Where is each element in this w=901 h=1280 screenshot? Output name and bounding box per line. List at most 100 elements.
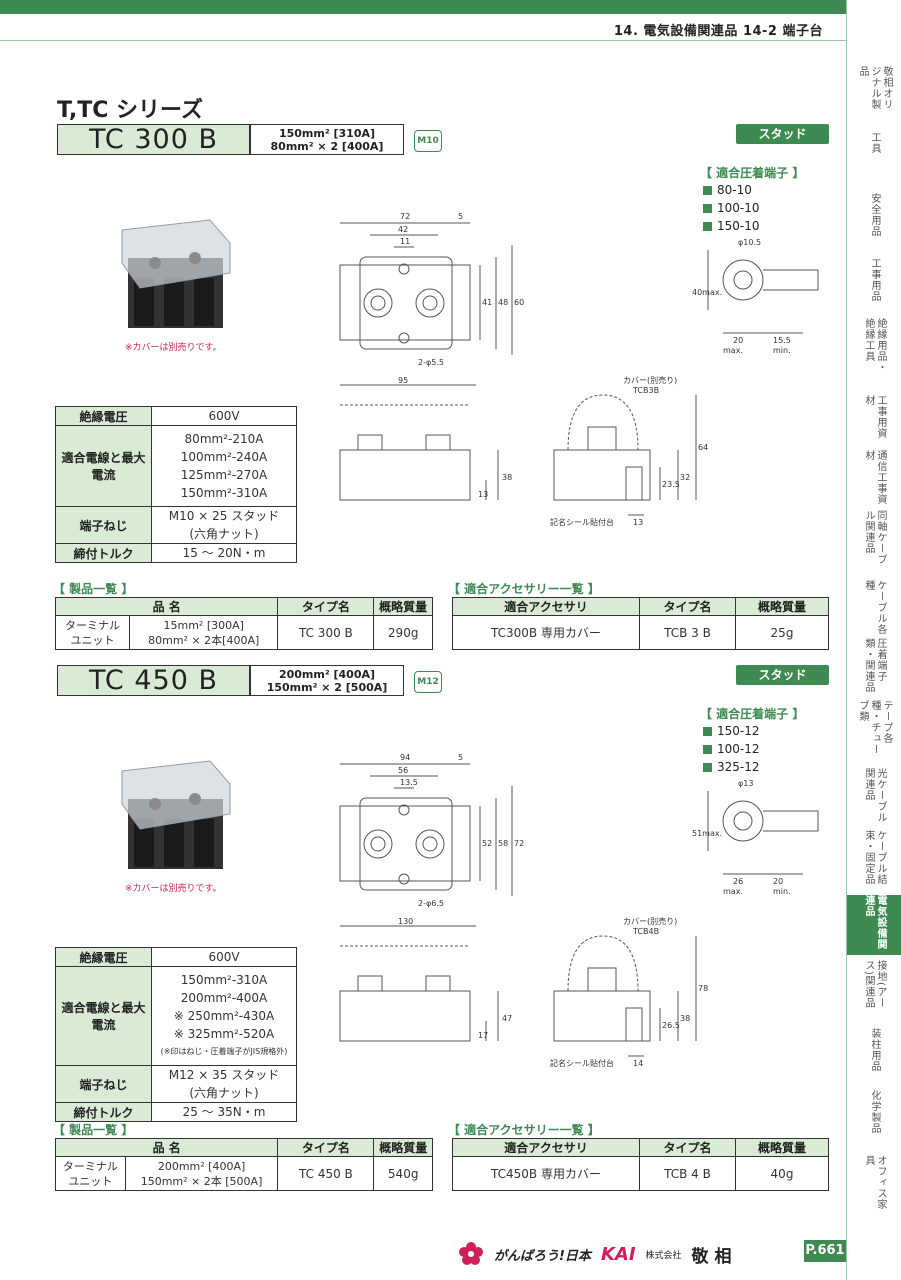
svg-text:記名シール貼付台: 記名シール貼付台 — [550, 1058, 614, 1068]
square-bullet-icon — [703, 185, 712, 195]
svg-text:φ13: φ13 — [738, 779, 753, 788]
footer: がんばろう!日本 KAI 株式会社 敬 相 — [458, 1240, 798, 1268]
side-index-item[interactable]: 圧着端子類・関連品 — [847, 638, 901, 698]
svg-text:95: 95 — [398, 376, 408, 385]
svg-text:40max.: 40max. — [692, 288, 722, 297]
svg-text:max.: max. — [723, 346, 743, 355]
brand-logo: KAI — [600, 1243, 636, 1265]
svg-text:11: 11 — [400, 237, 410, 246]
svg-text:13: 13 — [633, 518, 643, 527]
cover-note: ※カバーは別売りです。 — [125, 343, 222, 353]
side-index-item[interactable]: 通信工事資材 — [847, 450, 901, 505]
side-index-item[interactable]: 工具 — [847, 132, 901, 177]
dimension-drawing: 94 5 56 13.5 130 2-φ6.5 52 58 72 47 17 カ… — [339, 753, 819, 1068]
svg-text:51max.: 51max. — [692, 829, 722, 838]
svg-text:48: 48 — [498, 298, 508, 307]
svg-text:130: 130 — [398, 917, 413, 926]
top-bar — [0, 0, 846, 14]
product-list-table: 品 名タイプ名概略質量 ターミナルユニット 15mm² [300A]80mm² … — [54, 597, 433, 650]
terminal-item: 100-12 — [703, 742, 760, 756]
svg-text:23.5: 23.5 — [662, 480, 680, 489]
svg-text:TCB3B: TCB3B — [632, 386, 659, 395]
svg-text:42: 42 — [398, 225, 408, 234]
side-index-item[interactable]: 光ケーブル関連品 — [847, 768, 901, 823]
terminal-item: 150-10 — [703, 219, 760, 233]
rating-box: 150mm² [310A] 80mm² × 2 [400A] — [250, 124, 404, 155]
side-index-label: 同軸ケーブル関連品 — [863, 510, 886, 565]
side-index-item[interactable]: 接地(アース)関連品 — [847, 960, 901, 1020]
svg-text:max.: max. — [723, 887, 743, 896]
side-index-label: 敬相オリジナル製品 — [857, 66, 892, 110]
side-index-label: テープ各種・チューブ類 — [857, 700, 892, 755]
footer-slogan: がんばろう!日本 — [494, 1248, 591, 1264]
accessory-list-title: 【 適合アクセサリー一覧 】 — [448, 582, 600, 596]
svg-text:2-φ6.5: 2-φ6.5 — [418, 899, 444, 908]
side-index-label: 工具 — [869, 132, 880, 154]
side-index-item[interactable]: 同軸ケーブル関連品 — [847, 510, 901, 570]
svg-text:52: 52 — [482, 839, 492, 848]
product-list-table: 品 名タイプ名概略質量 ターミナルユニット 200mm² [400A]150mm… — [54, 1138, 433, 1191]
page-number: P.661 — [804, 1240, 846, 1262]
terminal-item: 80-10 — [703, 183, 752, 197]
svg-text:38: 38 — [502, 473, 512, 482]
stud-badge: スタッド — [736, 665, 829, 685]
rating-box: 200mm² [400A] 150mm² × 2 [500A] — [250, 665, 404, 696]
svg-text:13.5: 13.5 — [400, 778, 418, 787]
side-index-label: 光ケーブル関連品 — [863, 768, 886, 823]
svg-text:94: 94 — [400, 753, 410, 762]
side-index-item[interactable]: 化学製品 — [847, 1090, 901, 1140]
side-index-item[interactable]: ケーブル各種 — [847, 580, 901, 635]
hex-size-badge: M12 — [414, 671, 442, 693]
product-list-title: 【 製品一覧 】 — [53, 1123, 134, 1137]
breadcrumb: 14. 電気設備関連品 14-2 端子台 — [613, 24, 823, 39]
svg-text:min.: min. — [773, 346, 791, 355]
side-index-item[interactable]: 電気設備関連品 — [847, 895, 901, 955]
product-list-title: 【 製品一覧 】 — [53, 582, 134, 596]
terminal-item: 150-12 — [703, 724, 760, 738]
dimension-drawing: 72 5 42 11 95 2-φ5.5 41 48 60 38 13 カバー(… — [339, 212, 819, 527]
svg-text:60: 60 — [514, 298, 524, 307]
svg-text:2-φ5.5: 2-φ5.5 — [418, 358, 444, 367]
model-title: TC 300 B — [57, 124, 250, 155]
svg-text:26.5: 26.5 — [662, 1021, 680, 1030]
side-index-label: 通信工事資材 — [863, 450, 886, 505]
square-bullet-icon — [703, 726, 712, 736]
rating-line: 200mm² [400A] — [278, 668, 376, 681]
side-index-item[interactable]: 敬相オリジナル製品 — [847, 66, 901, 116]
svg-text:56: 56 — [398, 766, 408, 775]
side-index-label: 化学製品 — [869, 1090, 880, 1134]
side-index-label: ケーブル各種 — [863, 580, 886, 635]
svg-text:47: 47 — [502, 1014, 512, 1023]
side-index-item[interactable]: ケーブル結束・固定品 — [847, 830, 901, 890]
svg-text:カバー(別売り): カバー(別売り) — [623, 375, 677, 385]
svg-text:TCB4B: TCB4B — [632, 927, 659, 936]
side-index-item[interactable]: 工事用品 — [847, 258, 901, 308]
svg-text:58: 58 — [498, 839, 508, 848]
side-index-item[interactable]: オフィス家具 — [847, 1155, 901, 1210]
side-index-item[interactable]: テープ各種・チューブ類 — [847, 700, 901, 760]
side-index-item[interactable]: 装柱用品 — [847, 1028, 901, 1073]
side-index-item[interactable]: 安全用品 — [847, 193, 901, 248]
svg-text:41: 41 — [482, 298, 492, 307]
terminal-item: 325-12 — [703, 760, 760, 774]
company-prefix: 株式会社 — [645, 1250, 682, 1261]
terminal-item: 100-10 — [703, 201, 760, 215]
square-bullet-icon — [703, 221, 712, 231]
flower-logo-icon — [459, 1242, 483, 1265]
svg-text:20: 20 — [733, 336, 743, 345]
side-index-item[interactable]: 絶縁用品・絶縁工具 — [847, 318, 901, 378]
svg-text:38: 38 — [680, 1014, 690, 1023]
svg-text:15.5: 15.5 — [773, 336, 791, 345]
rating-line: 150mm² × 2 [500A] — [266, 681, 388, 694]
svg-text:32: 32 — [680, 473, 690, 482]
side-index-label: 接地(アース)関連品 — [863, 960, 886, 1009]
side-index-item[interactable]: 工事用資材 — [847, 395, 901, 440]
product-photo — [121, 760, 231, 869]
svg-text:72: 72 — [514, 839, 524, 848]
series-title: T,TC シリーズ — [57, 98, 203, 123]
svg-text:20: 20 — [773, 877, 783, 886]
square-bullet-icon — [703, 744, 712, 754]
side-index-label: ケーブル結束・固定品 — [863, 830, 886, 885]
